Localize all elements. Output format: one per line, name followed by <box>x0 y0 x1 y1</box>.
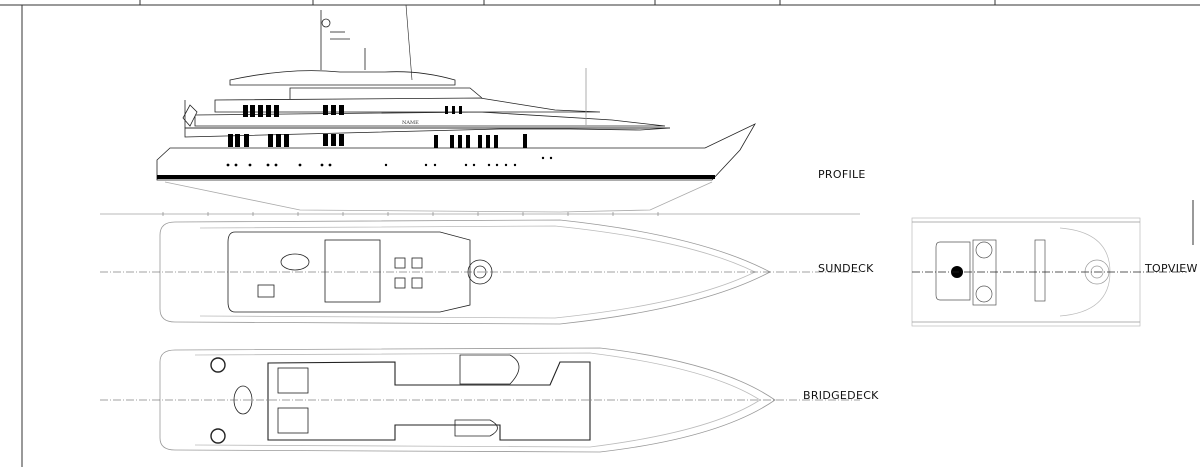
ensign-flag <box>182 104 198 127</box>
profile-windows <box>226 105 553 167</box>
sundeck-superstructure <box>227 231 471 313</box>
sundeck-bar <box>324 239 381 303</box>
bridgedeck-plan <box>100 347 860 453</box>
hull-outline <box>156 123 756 181</box>
sundeck-plan <box>100 219 860 325</box>
topview-label: TOPVIEW <box>1145 262 1198 275</box>
underwater-hull <box>164 181 713 213</box>
antenna <box>405 4 413 81</box>
jet-ski <box>454 419 498 437</box>
sun-deck-hardtop <box>229 70 456 86</box>
profile-view-label: PROFILE <box>818 168 866 181</box>
bridge-deck <box>214 97 601 113</box>
hull-name-label: NAME <box>402 120 419 126</box>
boot-stripe <box>157 175 715 179</box>
topview-plan <box>911 217 1187 327</box>
dining-table <box>280 253 310 271</box>
bridgedeck-view-label: BRIDGEDECK <box>803 389 879 402</box>
profile-view <box>156 4 756 213</box>
main-deck <box>184 127 671 138</box>
sundeck-view-label: SUNDECK <box>818 262 874 275</box>
bridgedeck-hull-outline <box>159 347 776 453</box>
station-scale <box>100 212 860 216</box>
tender <box>459 354 520 385</box>
bridgedeck-superstructure <box>267 361 591 441</box>
upper-deck <box>194 111 666 127</box>
radome <box>321 18 331 28</box>
